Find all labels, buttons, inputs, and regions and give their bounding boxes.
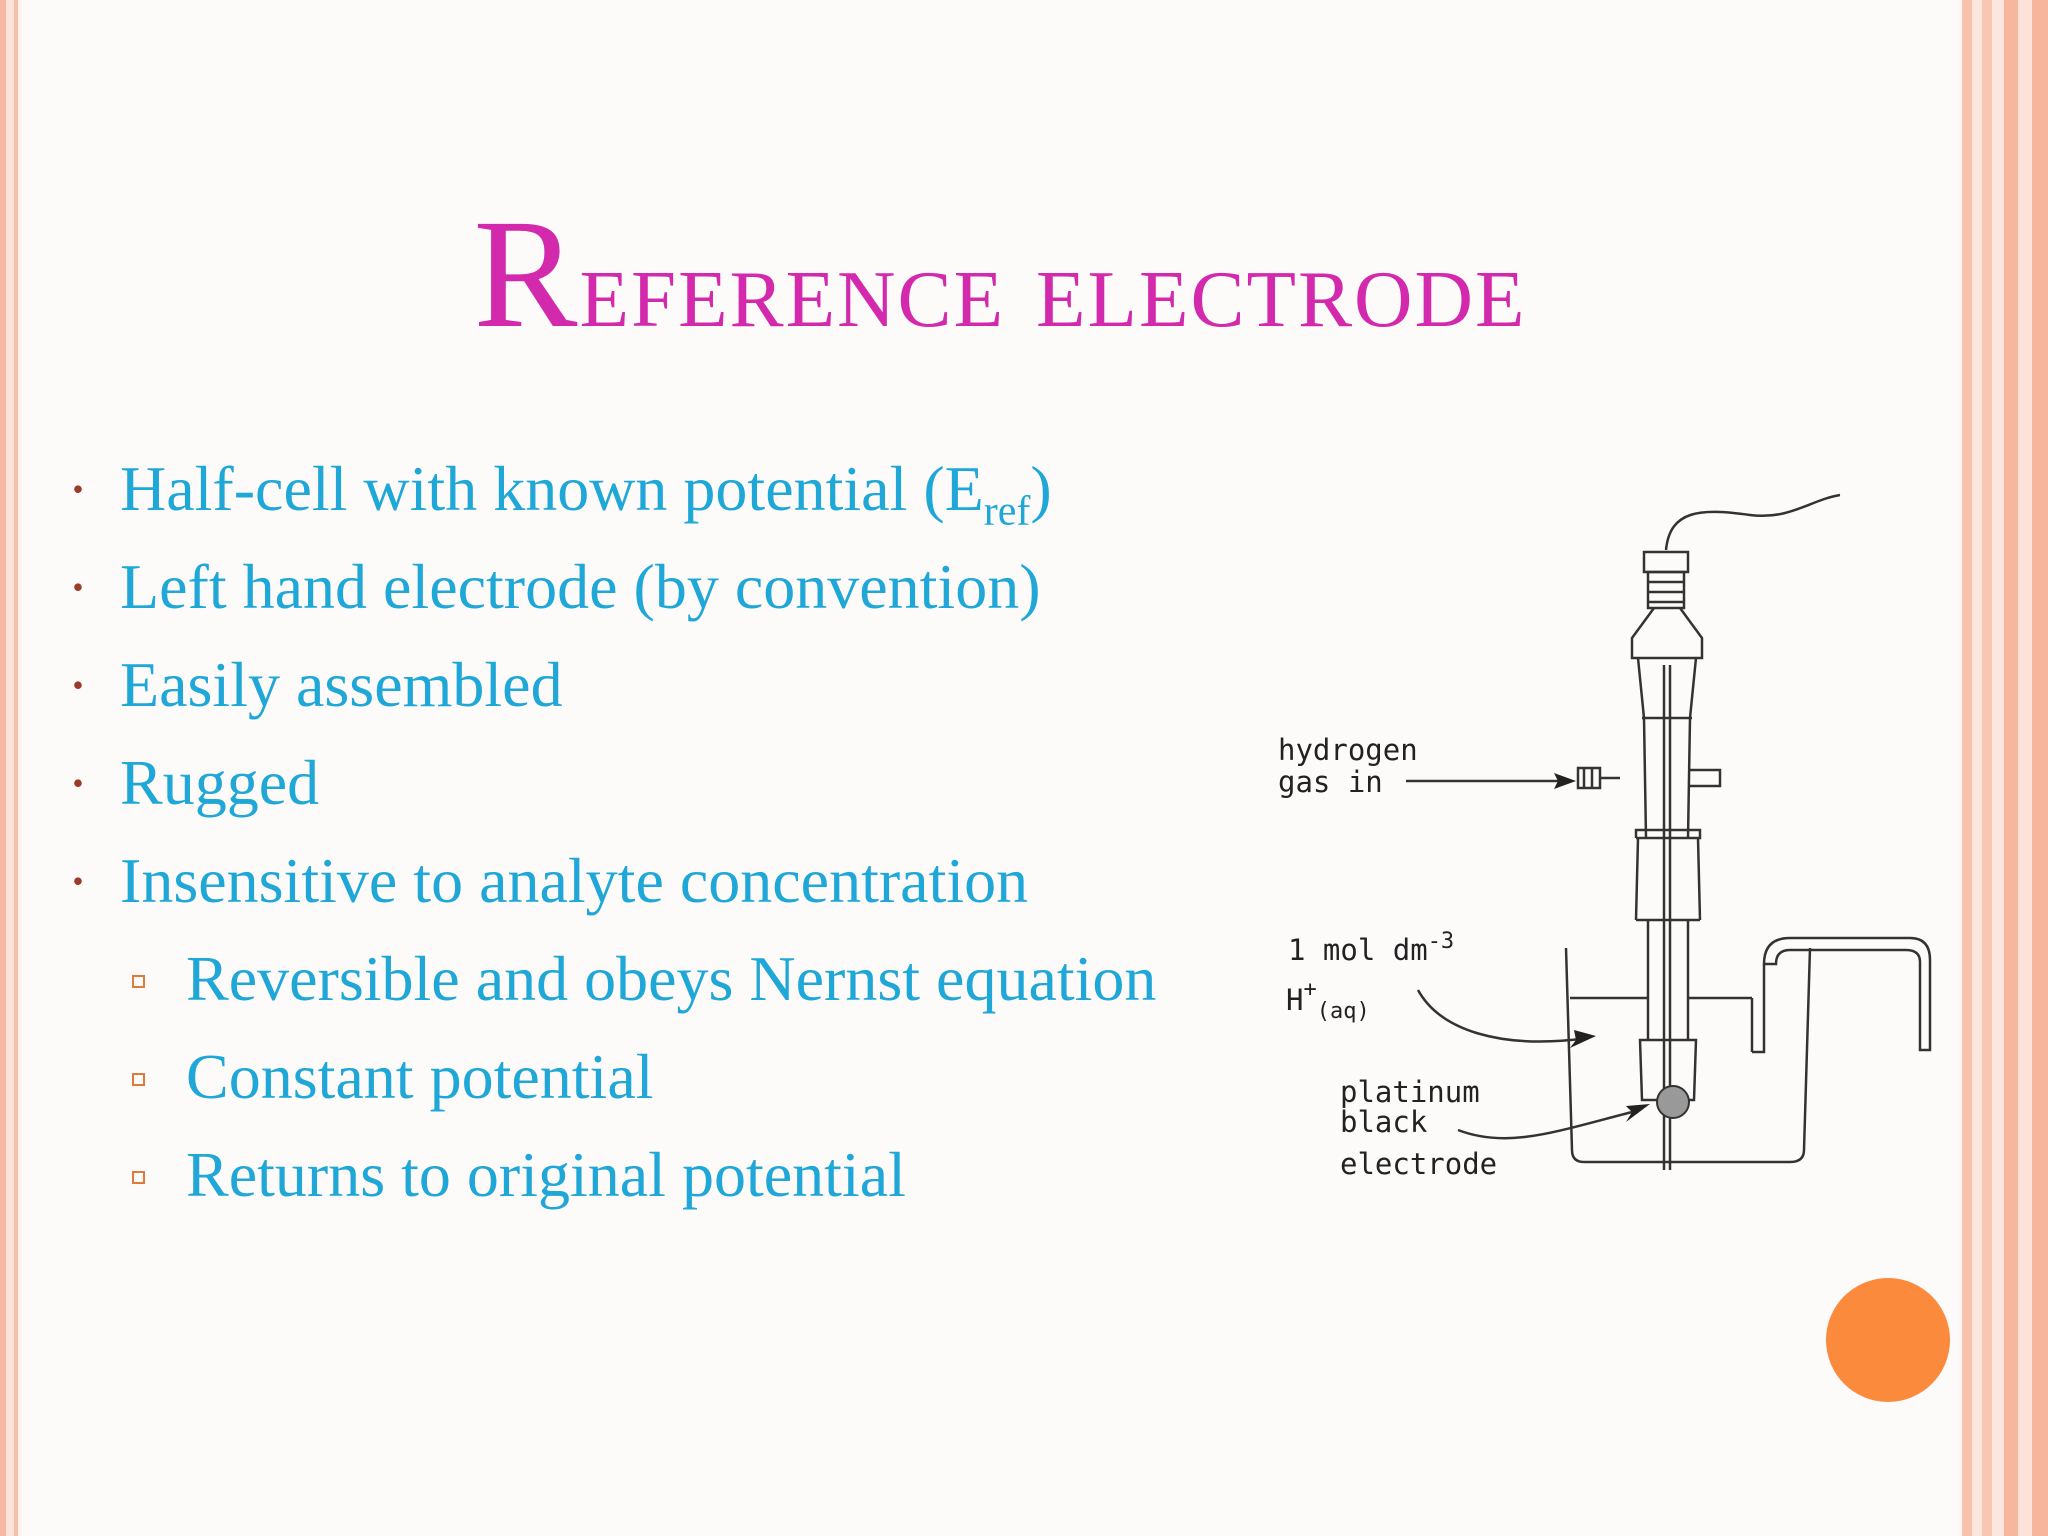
label-ion: H+(aq) xyxy=(1286,977,1370,1024)
sub-bullet-item: Returns to original potential xyxy=(60,1126,1156,1224)
stopper xyxy=(1630,607,1704,660)
solution-arrow xyxy=(1416,989,1589,1043)
orange-circle-decoration xyxy=(1826,1278,1950,1402)
gas-inlet-tube xyxy=(1688,768,1722,788)
label-electrode: electrode xyxy=(1340,1147,1497,1181)
square-bullet-icon xyxy=(132,1073,145,1086)
sub-bullet-item: Constant potential xyxy=(60,1028,1156,1126)
glass-tube-lower xyxy=(1646,920,1690,1040)
joint-collar xyxy=(1634,828,1702,840)
overflow-tube xyxy=(1762,936,1932,1052)
label-hydrogen: hydrogen xyxy=(1278,733,1418,767)
electrode-sheath xyxy=(1638,1038,1698,1102)
platinum-black-electrode xyxy=(1656,1085,1690,1119)
cap-thread xyxy=(1646,570,1686,610)
left-border-decoration xyxy=(0,0,22,1536)
wire xyxy=(1664,493,1841,551)
bullet-icon: • xyxy=(72,471,84,507)
bullet-item: •Easily assembled xyxy=(60,636,1156,734)
right-border-decoration xyxy=(1958,0,2048,1536)
label-concentration: 1 mol dm-3 xyxy=(1288,929,1454,967)
bullet-icon: • xyxy=(72,569,84,605)
beaker xyxy=(1564,947,1812,1164)
bullet-item: •Left hand electrode (by convention) xyxy=(60,538,1156,636)
bullet-item: •Insensitive to analyte concentration xyxy=(60,832,1156,930)
top-cap xyxy=(1642,550,1690,574)
arrowhead xyxy=(1570,1030,1596,1048)
glass-tube-middle xyxy=(1634,837,1702,921)
bullet-item: •Rugged xyxy=(60,734,1156,832)
bullet-icon: • xyxy=(72,863,84,899)
arrowhead xyxy=(1626,1104,1650,1122)
square-bullet-icon xyxy=(132,1171,145,1184)
bullet-list: •Half-cell with known potential (Eref) •… xyxy=(60,440,1156,1224)
label-gas-in: gas in xyxy=(1278,765,1383,799)
slide-title: Reference electrode xyxy=(473,187,1527,360)
inlet-valve xyxy=(1576,766,1602,790)
side-tube xyxy=(1750,964,1766,1054)
bullet-icon: • xyxy=(72,667,84,703)
glass-tube-upper xyxy=(1636,657,1698,839)
arrowhead xyxy=(1554,773,1576,789)
sub-bullet-item: Reversible and obeys Nernst equation xyxy=(60,930,1156,1028)
bullet-item: •Half-cell with known potential (Eref) xyxy=(60,440,1156,538)
platinum-arrow xyxy=(1457,1108,1641,1140)
bullet-icon: • xyxy=(72,765,84,801)
label-black: black xyxy=(1340,1105,1428,1139)
label-platinum: platinum xyxy=(1340,1075,1480,1109)
hydrogen-electrode-diagram: hydrogen gas in 1 mol dm-3 H+(aq) platin… xyxy=(1278,493,1932,1181)
square-bullet-icon xyxy=(132,975,145,988)
